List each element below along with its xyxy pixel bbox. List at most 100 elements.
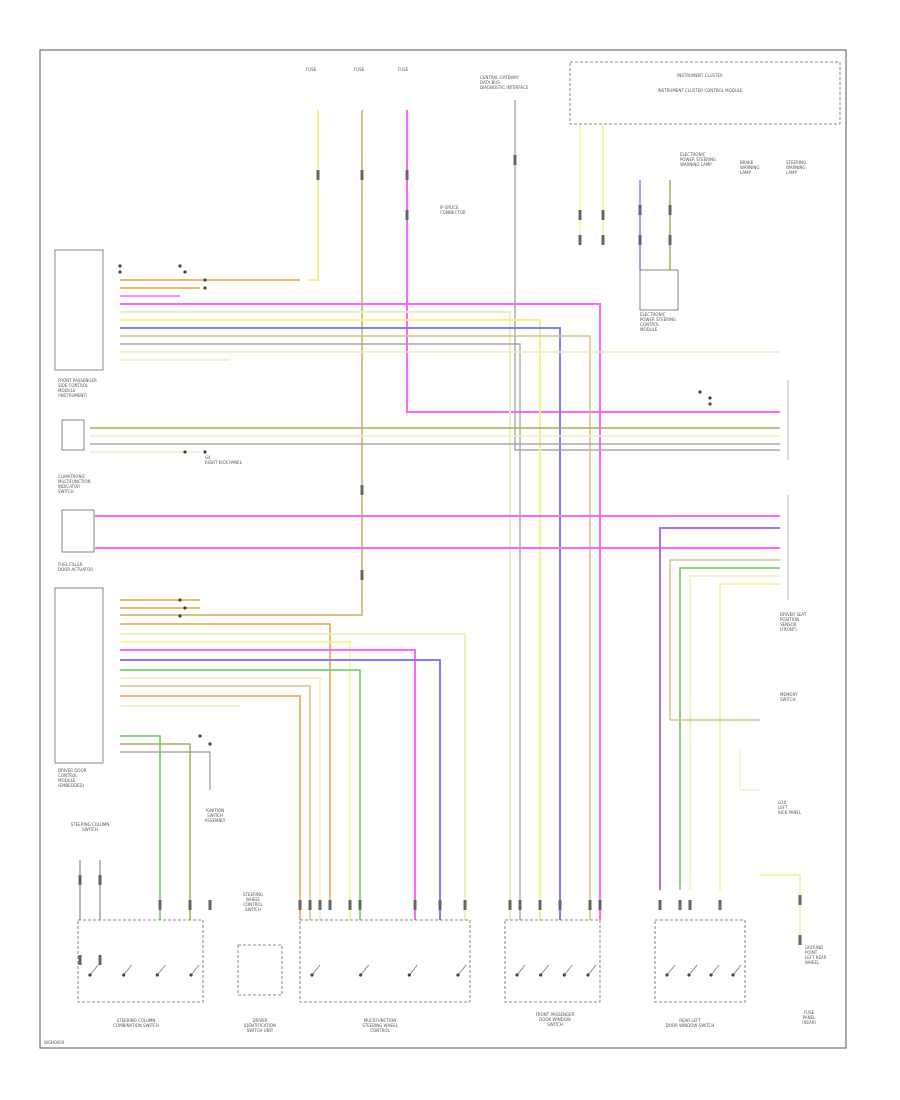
right-wire-3 [679, 567, 780, 890]
switch-group-1 [77, 919, 204, 1003]
connector-dot-12 [183, 606, 187, 610]
switch-group-4-switch-2 [710, 964, 720, 976]
diagram-frame [39, 49, 847, 1049]
component-layer [54, 61, 841, 1003]
pin-marker-13 [518, 900, 522, 910]
bottom-wire-8 [120, 669, 361, 920]
connector-dot [586, 973, 590, 977]
pin-right-2 [798, 935, 802, 945]
bottom-1-label: STEERING COLUMN COMBINATION SWITCH [113, 1018, 159, 1028]
harness-gray-1 [120, 343, 521, 920]
splice-note: IP SPLICE CONNECTOR [440, 205, 466, 215]
harness-tan-1 [120, 335, 591, 920]
bottom-3-label: MULTIFUNCTION STEERING WHEEL CONTROL [362, 1018, 398, 1033]
switch-group-2-switch-0 [311, 964, 321, 976]
pin-marker-15 [558, 900, 562, 910]
hatch-label: GROUND POINT LEFT REAR WHEEL [805, 945, 827, 965]
pin-marker-16 [588, 900, 592, 910]
connector-dot-14 [198, 734, 202, 738]
connector-dot-13 [178, 614, 182, 618]
connector-dot [709, 973, 713, 977]
right-block-label: DRIVER SEAT POSITION SENSOR (FRONT) [780, 612, 807, 632]
connector-dot [456, 973, 460, 977]
connector-dot [359, 973, 363, 977]
pin-marker-7 [348, 900, 352, 910]
connector-dot [731, 973, 735, 977]
fuel-left-label: FUEL FILLER DOOR ACTUATOR [58, 562, 94, 572]
pin-marker [316, 170, 320, 180]
connector-dot [562, 973, 566, 977]
front-module-box [54, 249, 104, 371]
data-bus-label: CENTRAL GATEWAY DATA BUS DIAGNOSTIC INTE… [480, 75, 529, 90]
switch-group-4 [654, 919, 746, 1003]
connector-dot [122, 973, 126, 977]
right-wire-1 [659, 527, 780, 890]
switch-group-2-switch-3 [457, 964, 467, 976]
fuse-label-1: FUSE [305, 67, 317, 72]
right-wire-7 [739, 750, 760, 791]
switch-group-2-switch-2 [409, 964, 418, 976]
mirror-switch-box [61, 419, 85, 451]
mirror-label: CLIMATRONIC MULTIFUNCTION INDICATOR SWIT… [58, 474, 91, 494]
switch-group-1-switch-1 [123, 964, 132, 976]
pin-marker [638, 205, 642, 215]
pin-marker [668, 235, 672, 245]
warning-lamp-1-label: ELECTRONIC POWER STEERING WARNING LAMP [680, 152, 717, 167]
bottom-wire-15 [120, 751, 211, 790]
bottom-wire-7 [120, 659, 441, 920]
pin-marker-1 [188, 900, 192, 910]
connector-dot [539, 973, 543, 977]
cluster-title: INSTRUMENT CLUSTER [677, 73, 723, 78]
switch-group-1-switch-3 [190, 964, 200, 976]
switch-group-3 [504, 919, 601, 1003]
pin-marker [360, 570, 364, 580]
pin-marker [360, 170, 364, 180]
right-wire-8 [760, 874, 801, 940]
pin-marker [405, 210, 409, 220]
pin-marker-18 [658, 900, 662, 910]
bottom-4-label: FRONT PASSENGER DOOR WINDOW SWITCH [535, 1012, 575, 1027]
cluster-module-label: INSTRUMENT CLUSTER CONTROL MODULE [657, 88, 743, 93]
pin-marker [668, 205, 672, 215]
fuse1-wire [308, 110, 319, 281]
switch-group-3-switch-3 [587, 964, 597, 976]
bottom-6-label: FUSE PANEL (REAR) [802, 1010, 816, 1025]
switch-2-label: IGNITION SWITCH ASSEMBLY [204, 808, 226, 823]
connector-dot [665, 973, 669, 977]
harness-blue-1 [120, 327, 561, 920]
pin-marker-10 [438, 900, 442, 910]
connector-dot [687, 973, 691, 977]
pin-bottom-0 [78, 955, 82, 965]
right-wire-2 [669, 559, 780, 720]
fuel-actuator-box [61, 509, 95, 553]
switch-group-4-switch-0 [666, 964, 676, 976]
warning-lamp-2-label: BRAKE WARNING LAMP [740, 160, 760, 175]
pin-marker [601, 210, 605, 220]
pin-marker-8 [358, 900, 362, 910]
pin-marker [601, 235, 605, 245]
pin-marker-9 [413, 900, 417, 910]
footer-code: WGH0000 [44, 1040, 65, 1045]
pin-marker-12 [508, 900, 512, 910]
connector-dot-15 [208, 742, 212, 746]
bottom-5-label: REAR LEFT DOOR WINDOW SWITCH [665, 1018, 715, 1028]
switch-3-label: STEERING WHEEL CONTROL SWITCH [242, 892, 264, 912]
data-bus-wire [514, 100, 780, 451]
harness-yellow-1 [120, 311, 511, 920]
switch-group-2 [299, 919, 471, 1003]
switch-1-label: STEERING COLUMN SWITCH [70, 822, 110, 832]
steering-control-box [237, 944, 283, 996]
harness-yellow-2 [120, 319, 541, 920]
pin-bottom-1 [98, 955, 102, 965]
bottom-wire-9 [120, 677, 321, 920]
connector-dot [310, 973, 314, 977]
wire-layer [79, 100, 801, 1000]
connector-layer [78, 155, 802, 977]
pin-marker-11 [463, 900, 467, 910]
ground-left-label: G4 RIGHT KICK PANEL [205, 455, 242, 465]
right-switch-label: MEMORY SWITCH [780, 692, 798, 702]
connector-dot-5 [203, 286, 207, 290]
connector-dot [189, 973, 193, 977]
connector-dot [407, 973, 411, 977]
